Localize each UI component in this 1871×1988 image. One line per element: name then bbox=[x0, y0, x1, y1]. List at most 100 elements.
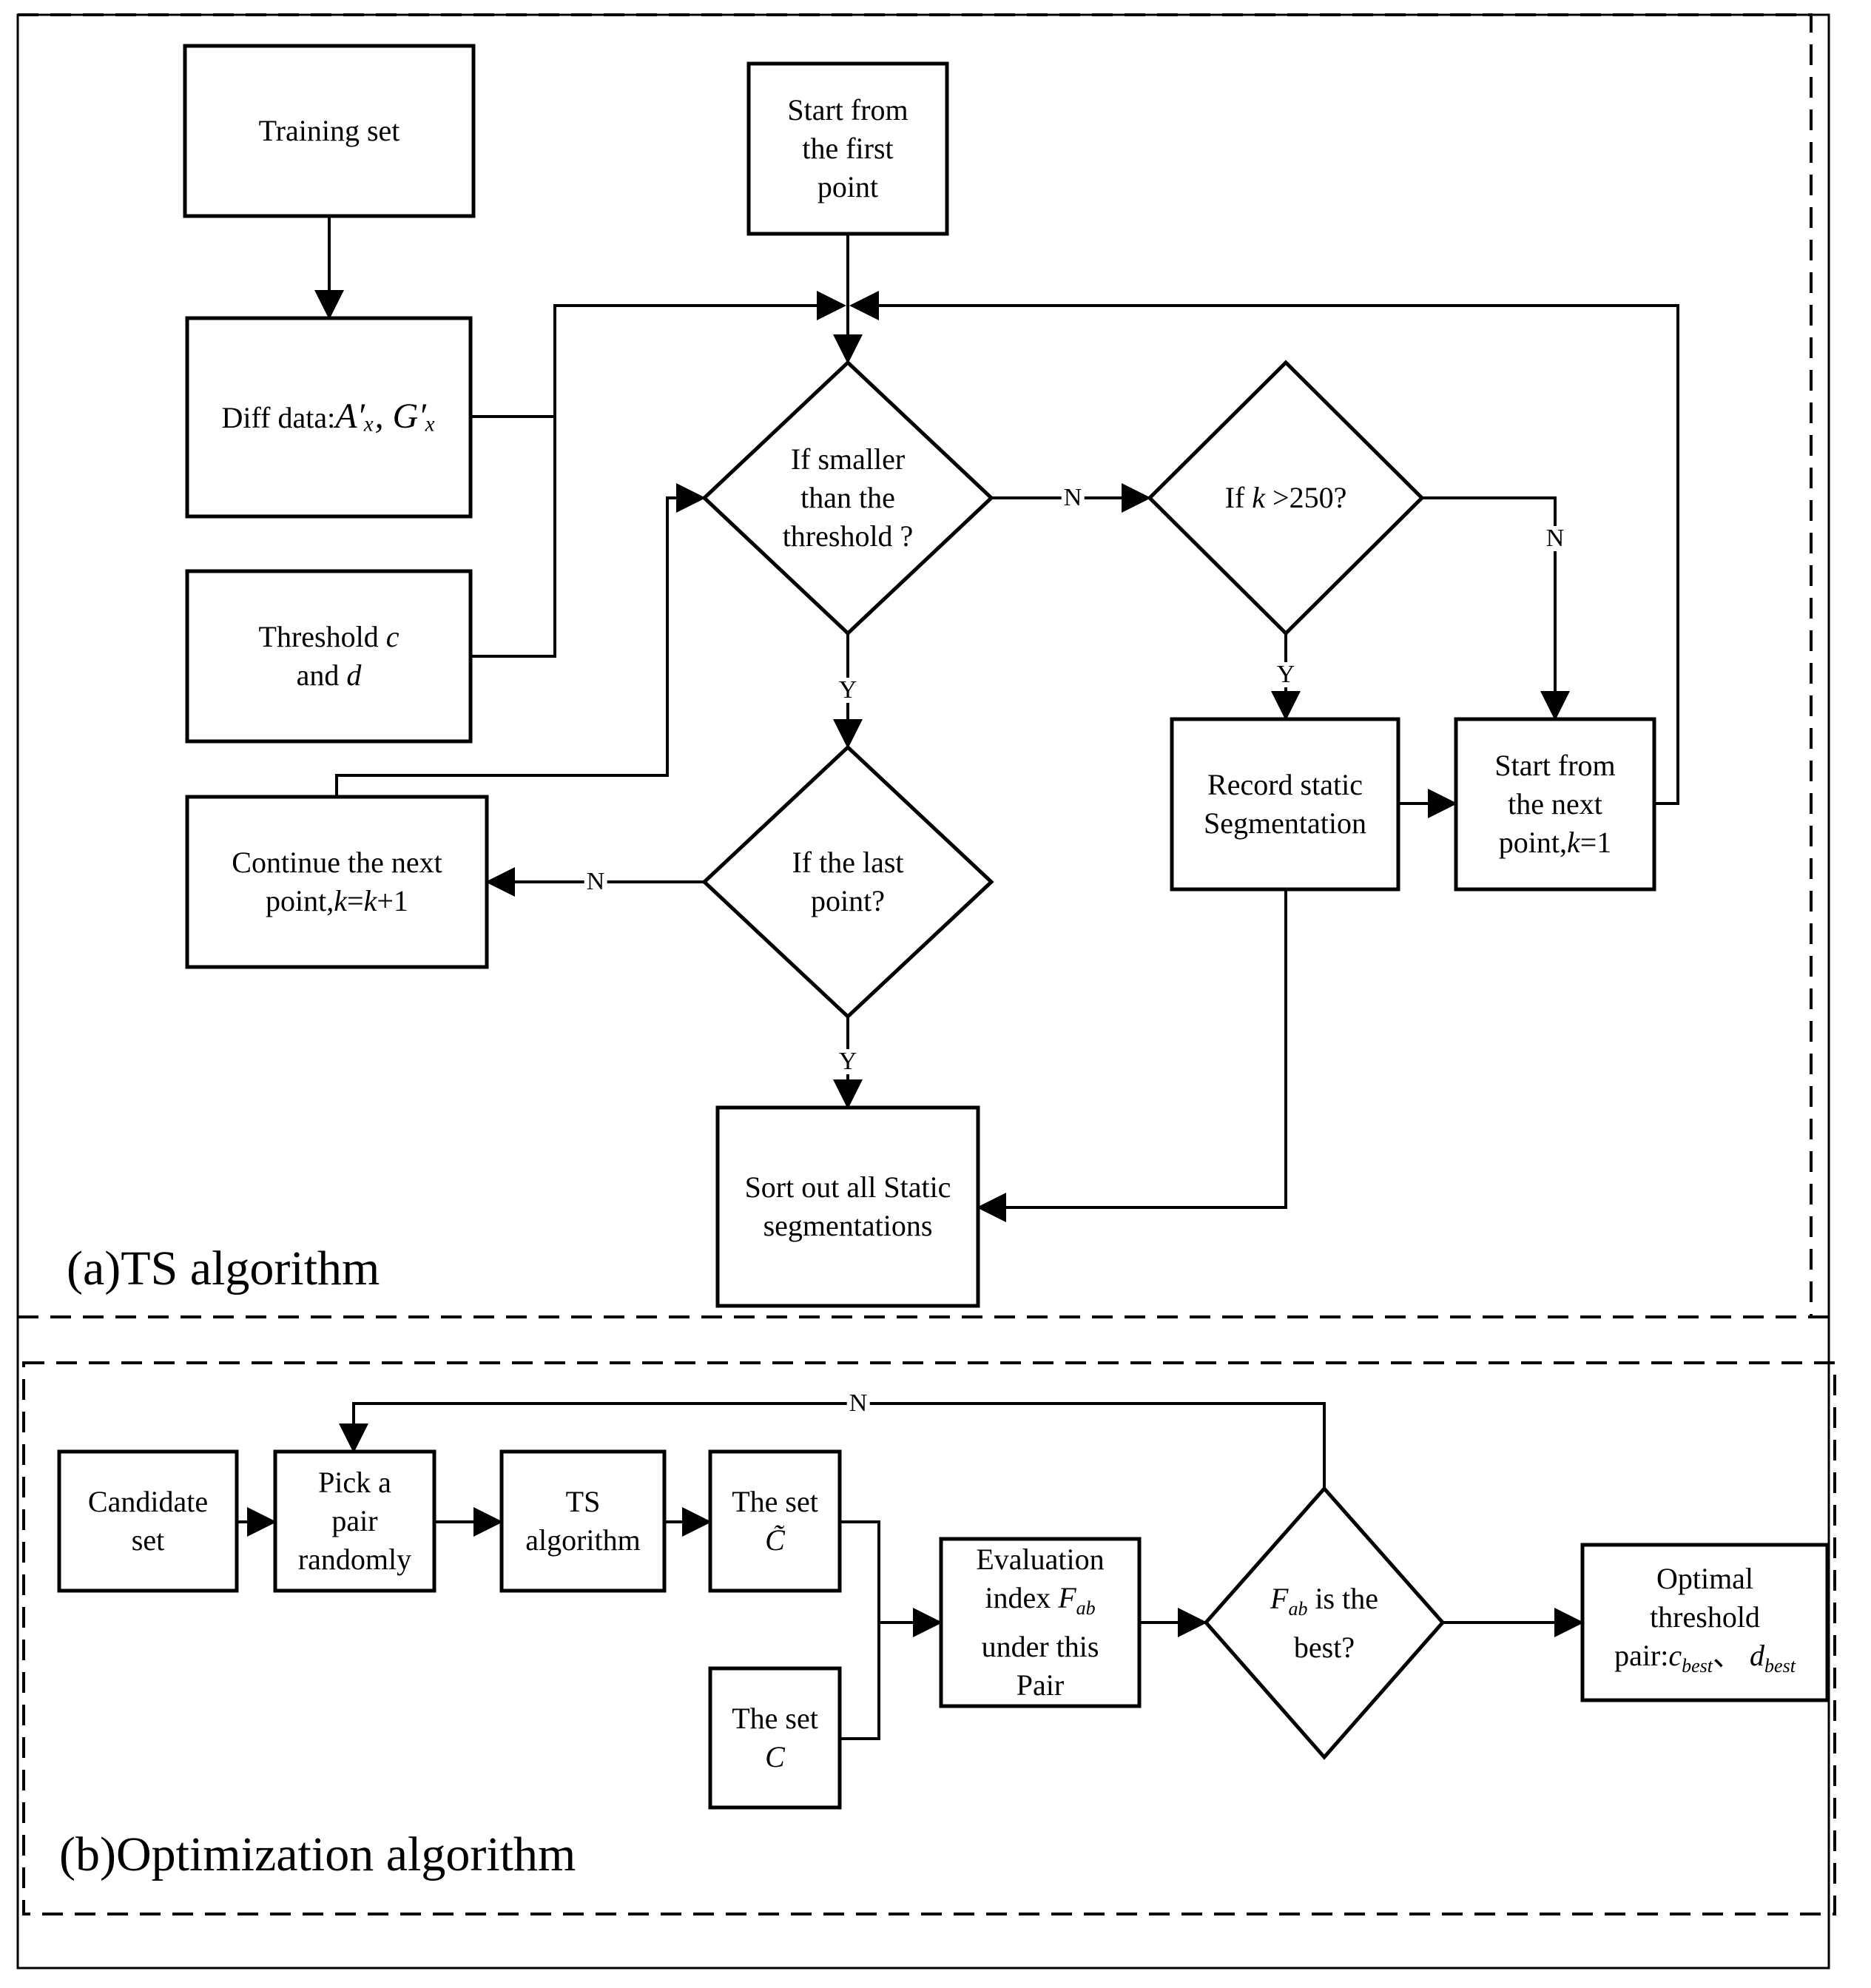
diff-data-prefix: Diff data: bbox=[221, 401, 336, 434]
record-static-line2: Segmentation bbox=[1204, 806, 1366, 840]
box-evaluation bbox=[939, 1537, 1142, 1708]
diamond-fab-best bbox=[1203, 1486, 1446, 1760]
if-k-prefix: If bbox=[1224, 481, 1245, 514]
section-title-b: (b)Optimization algorithm bbox=[59, 1827, 576, 1881]
training-set-text: Training set bbox=[258, 114, 400, 147]
box-set-c-tilde bbox=[708, 1449, 842, 1593]
if-smaller-line2: than the bbox=[800, 481, 895, 514]
edge-set-c-tilde-merge bbox=[840, 1520, 880, 1740]
frame-a-dashed bbox=[18, 13, 1813, 1317]
sort-out-line1: Sort out all Static bbox=[744, 1170, 951, 1204]
label-continue-next: Continue the next point,k=k+1 bbox=[187, 797, 487, 967]
box-threshold bbox=[185, 569, 473, 744]
pick-pair-line1: Pick a bbox=[318, 1466, 391, 1499]
threshold-word: Threshold bbox=[258, 620, 379, 653]
best-line1: Fab is the bbox=[1270, 1580, 1378, 1628]
threshold-var-c: c bbox=[385, 620, 400, 653]
label-sort-out: Sort out all Static segmentations bbox=[718, 1108, 978, 1306]
start-next-var: k bbox=[1566, 826, 1580, 859]
diff-data-math: A′ₓ, G′ₓ bbox=[335, 397, 436, 436]
label-if-last: If the last point? bbox=[704, 747, 991, 1017]
optimal-prefix: pair: bbox=[1614, 1639, 1669, 1672]
candidate-line2: set bbox=[131, 1523, 165, 1557]
box-set-c bbox=[708, 1666, 842, 1810]
candidate-line1: Candidate bbox=[87, 1485, 209, 1518]
outer-frame bbox=[16, 13, 1830, 1970]
label-ts-algorithm: TS algorithm bbox=[502, 1452, 664, 1591]
eval-line1: Evaluation bbox=[976, 1543, 1105, 1576]
if-last-line1: If the last bbox=[792, 846, 904, 879]
start-next-line1: Start from bbox=[1494, 749, 1616, 782]
set-c-tilde-line1: The set bbox=[732, 1485, 818, 1518]
box-sort-out bbox=[715, 1105, 980, 1308]
edge-label-last-no: N bbox=[584, 869, 607, 894]
edge-threshold-merge bbox=[471, 291, 846, 658]
label-training-set: Training set bbox=[185, 46, 473, 216]
optimal-line1: Optimal bbox=[1656, 1562, 1754, 1595]
label-set-c: The set C bbox=[710, 1668, 840, 1807]
diff-data-text: Diff data:A′ₓ, G′ₓ bbox=[222, 397, 436, 437]
eval-var: F bbox=[1058, 1581, 1076, 1614]
optimal-sep: 、 bbox=[1713, 1639, 1743, 1672]
eval-line2: index Fab bbox=[985, 1579, 1095, 1628]
continue-next-line1: Continue the next bbox=[232, 846, 442, 879]
start-next-suffix: =1 bbox=[1580, 826, 1612, 859]
start-first-line1: Start from bbox=[787, 93, 908, 127]
threshold-line2: and d bbox=[297, 656, 362, 695]
edge-label-smaller-no: N bbox=[1061, 485, 1085, 511]
continue-next-var1: k bbox=[334, 884, 348, 917]
label-start-first: Start from the first point bbox=[749, 64, 947, 234]
box-pick-pair bbox=[273, 1449, 436, 1593]
edge-continue-loop bbox=[335, 483, 706, 797]
label-diff-data: Diff data:A′ₓ, G′ₓ bbox=[187, 318, 471, 516]
if-last-line2: point? bbox=[811, 884, 885, 917]
edge-label-last-yes: Y bbox=[836, 1049, 860, 1074]
label-threshold: Threshold c and d bbox=[187, 571, 471, 741]
label-set-c-tilde: The set C̃ bbox=[710, 1452, 840, 1591]
eval-line4: Pair bbox=[1016, 1668, 1065, 1702]
edge-record-to-sort bbox=[977, 889, 1287, 1222]
label-record-static: Record static Segmentation bbox=[1172, 719, 1398, 889]
best-sub: ab bbox=[1288, 1597, 1308, 1620]
start-next-line3: point,k=1 bbox=[1499, 823, 1612, 862]
record-static-line1: Record static bbox=[1207, 768, 1363, 801]
section-title-a: (a)TS algorithm bbox=[67, 1241, 380, 1295]
box-start-first bbox=[746, 61, 949, 236]
edge-label-k-yes: Y bbox=[1274, 662, 1298, 687]
start-next-line2: the next bbox=[1508, 787, 1602, 821]
edge-best-no bbox=[339, 1402, 1326, 1489]
best-line2: best? bbox=[1293, 1630, 1355, 1664]
edge-start-next-loop bbox=[849, 291, 1679, 805]
label-evaluation: Evaluation index Fab under this Pair bbox=[941, 1539, 1139, 1706]
edge-k-no bbox=[1422, 496, 1570, 721]
optimal-c-sub: best bbox=[1682, 1655, 1713, 1677]
label-candidate-set: Candidate set bbox=[59, 1452, 237, 1591]
if-k-text: If k >250? bbox=[1225, 479, 1347, 517]
start-first-line2: the first bbox=[802, 132, 894, 165]
edge-label-k-no: N bbox=[1543, 526, 1567, 551]
optimal-d-sub: best bbox=[1764, 1655, 1796, 1677]
best-suffix: is the bbox=[1307, 1581, 1378, 1615]
ts-algorithm-line2: algorithm bbox=[525, 1523, 641, 1557]
start-next-prefix: point, bbox=[1498, 826, 1567, 859]
set-c-tilde-var: C̃ bbox=[765, 1523, 785, 1557]
continue-next-line2: point,k=k+1 bbox=[266, 882, 408, 920]
if-k-suffix: >250? bbox=[1272, 481, 1347, 514]
if-smaller-line1: If smaller bbox=[790, 442, 906, 476]
if-k-var: k bbox=[1252, 481, 1266, 514]
frame-b-dashed bbox=[22, 1361, 1836, 1915]
start-first-line3: point bbox=[817, 170, 879, 203]
optimal-c: c bbox=[1668, 1639, 1682, 1672]
if-smaller-line3: threshold ? bbox=[782, 519, 914, 553]
box-training-set bbox=[183, 44, 476, 218]
optimal-line3: pair:cbest、 dbest bbox=[1614, 1637, 1796, 1685]
continue-next-suffix: +1 bbox=[377, 884, 408, 917]
sort-out-line2: segmentations bbox=[763, 1209, 933, 1242]
threshold-and: and bbox=[296, 658, 340, 692]
set-c-var: C bbox=[765, 1740, 785, 1773]
eval-line3: under this bbox=[981, 1630, 1099, 1663]
eval-sub: ab bbox=[1076, 1597, 1096, 1619]
continue-next-prefix: point, bbox=[266, 884, 334, 917]
